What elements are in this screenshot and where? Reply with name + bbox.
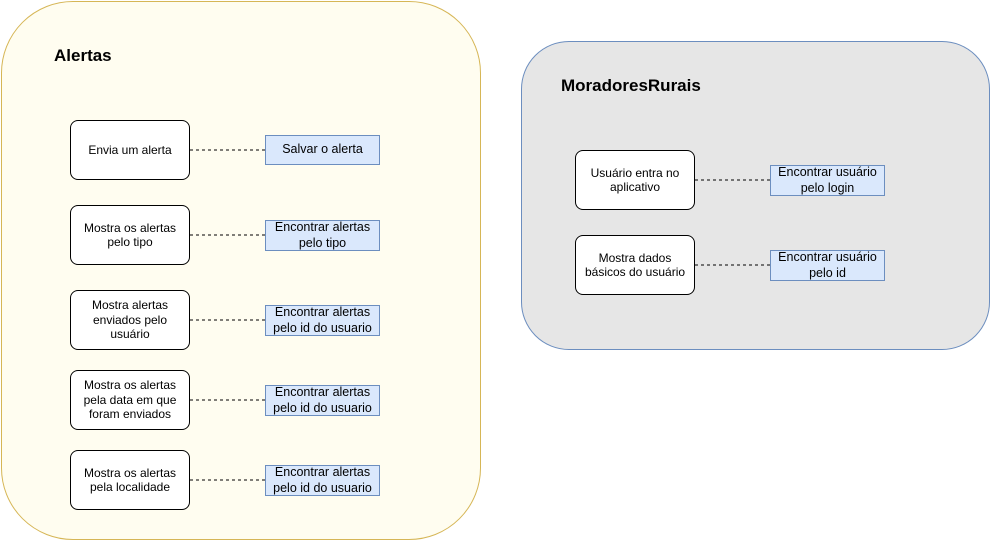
- operation-encontrar-usuario-id[interactable]: Encontrar usuário pelo id: [770, 250, 885, 281]
- action-label: Mostra os alertas pela data em que foram…: [83, 378, 177, 422]
- action-label: Mostra os alertas pelo tipo: [83, 220, 177, 250]
- action-label: Mostra dados básicos do usuário: [584, 250, 686, 280]
- operation-encontrar-alertas-tipo[interactable]: Encontrar alertas pelo tipo: [265, 220, 380, 251]
- action-mostra-alertas-usuario[interactable]: Mostra alertas enviados pelo usuário: [70, 290, 190, 350]
- action-label: Envia um alerta: [88, 142, 172, 157]
- action-envia-alerta[interactable]: Envia um alerta: [70, 120, 190, 180]
- operation-encontrar-alertas-id-usuario[interactable]: Encontrar alertas pelo id do usuario: [265, 305, 380, 336]
- operation-encontrar-alertas-id-usuario[interactable]: Encontrar alertas pelo id do usuario: [265, 385, 380, 416]
- action-usuario-entra-aplicativo[interactable]: Usuário entra no aplicativo: [575, 150, 695, 210]
- operation-label: Encontrar usuário pelo id: [778, 250, 877, 280]
- operation-salvar-alerta[interactable]: Salvar o alerta: [265, 135, 380, 165]
- action-mostra-dados-usuario[interactable]: Mostra dados básicos do usuário: [575, 235, 695, 295]
- alertas-title: Alertas: [54, 46, 112, 65]
- operation-label: Salvar o alerta: [282, 142, 363, 157]
- operation-label: Encontrar usuário pelo login: [778, 165, 877, 195]
- action-label: Mostra alertas enviados pelo usuário: [91, 298, 169, 342]
- action-label: Mostra os alertas pela localidade: [83, 465, 177, 495]
- operation-label: Encontrar alertas pelo id do usuario: [273, 385, 372, 415]
- action-mostra-alertas-data[interactable]: Mostra os alertas pela data em que foram…: [70, 370, 190, 430]
- action-mostra-alertas-localidade[interactable]: Mostra os alertas pela localidade: [70, 450, 190, 510]
- operation-encontrar-alertas-id-usuario[interactable]: Encontrar alertas pelo id do usuario: [265, 465, 380, 496]
- operation-label: Encontrar alertas pelo id do usuario: [273, 465, 372, 495]
- action-mostra-alertas-tipo[interactable]: Mostra os alertas pelo tipo: [70, 205, 190, 265]
- operation-label: Encontrar alertas pelo tipo: [274, 220, 371, 250]
- operation-encontrar-usuario-login[interactable]: Encontrar usuário pelo login: [770, 165, 885, 196]
- action-label: Usuário entra no aplicativo: [590, 165, 680, 195]
- moradores-rurais-title: MoradoresRurais: [561, 76, 701, 95]
- operation-label: Encontrar alertas pelo id do usuario: [273, 305, 372, 335]
